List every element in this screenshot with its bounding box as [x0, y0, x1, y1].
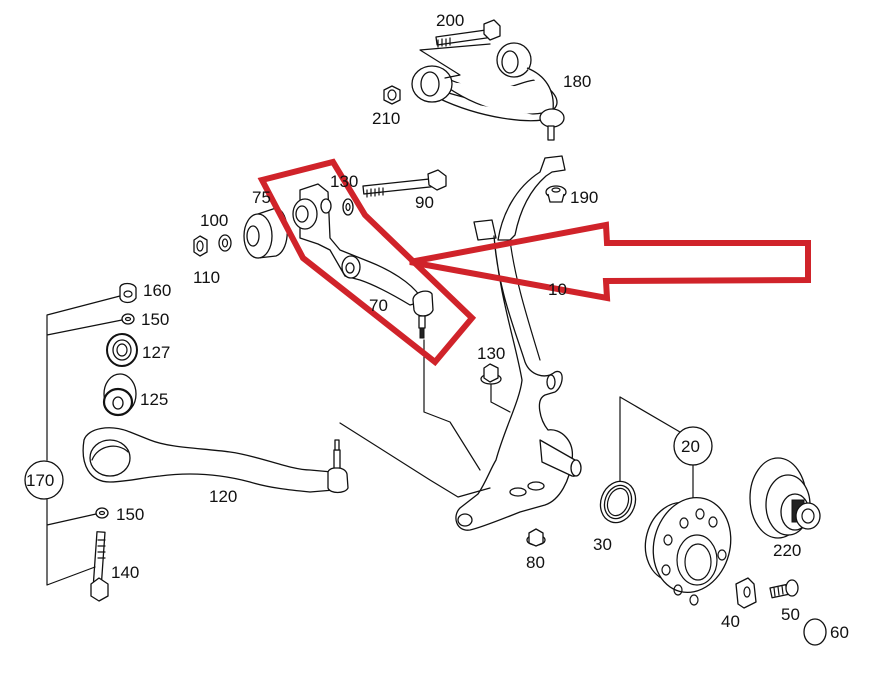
- bolt-50[interactable]: [769, 579, 799, 599]
- steering-knuckle[interactable]: [455, 155, 582, 531]
- thrust-arm-120[interactable]: [82, 427, 349, 494]
- label-75: 75: [252, 188, 271, 207]
- label-90: 90: [415, 193, 434, 212]
- nut-110[interactable]: [193, 235, 208, 257]
- clip-40[interactable]: [735, 577, 757, 609]
- label-170: 170: [26, 471, 54, 490]
- label-120: 120: [209, 487, 237, 506]
- washer-150-upper[interactable]: [121, 313, 135, 325]
- seal-30[interactable]: [595, 476, 641, 527]
- label-210: 210: [372, 109, 400, 128]
- nut-80[interactable]: [526, 528, 546, 547]
- label-110: 110: [193, 268, 220, 287]
- circle-170: [24, 460, 64, 500]
- bracket-20: [619, 396, 681, 484]
- label-160: 160: [143, 281, 171, 300]
- label-100: 100: [200, 211, 228, 230]
- nut-210[interactable]: [383, 85, 401, 105]
- leader-130: [490, 383, 511, 413]
- label-130-upper: 130: [330, 172, 358, 191]
- lower-control-arm-70[interactable]: [292, 183, 434, 339]
- bolt-140[interactable]: [90, 531, 109, 602]
- label-20: 20: [681, 437, 700, 456]
- label-150-lower: 150: [116, 505, 144, 524]
- nut-130-lower[interactable]: [480, 363, 502, 385]
- label-60: 60: [830, 623, 849, 642]
- cap-60[interactable]: [803, 618, 827, 646]
- label-140: 140: [111, 563, 139, 582]
- highlight-outline: [257, 158, 477, 367]
- label-80: 80: [526, 553, 545, 572]
- washer-150-lower[interactable]: [95, 507, 109, 519]
- washer-130-upper[interactable]: [342, 198, 354, 216]
- label-40: 40: [721, 612, 740, 631]
- nut-160[interactable]: [119, 282, 137, 304]
- label-190: 190: [570, 188, 598, 207]
- label-70: 70: [369, 296, 388, 315]
- label-50: 50: [781, 605, 800, 624]
- leader-70-to-knuckle: [423, 339, 481, 471]
- bracket-170-top: [46, 295, 123, 461]
- label-220: 220: [773, 541, 801, 560]
- leader-120-to-knuckle: [339, 422, 491, 498]
- label-180: 180: [563, 72, 591, 91]
- upper-arm-bolt[interactable]: [435, 19, 501, 48]
- drive-shaft-220[interactable]: [749, 457, 821, 539]
- washer-100[interactable]: [218, 234, 232, 252]
- wheel-hub[interactable]: [637, 489, 741, 606]
- bushing-127[interactable]: [106, 333, 138, 367]
- label-10: 10: [548, 280, 567, 299]
- bracket-170-bottom: [46, 499, 97, 586]
- label-127: 127: [142, 343, 170, 362]
- bolt-90[interactable]: [362, 169, 447, 198]
- bushing-125[interactable]: [102, 373, 137, 417]
- upper-control-arm[interactable]: [411, 42, 565, 141]
- leader-200: [419, 43, 491, 79]
- highlight-arrow: [409, 221, 811, 302]
- label-130-lower: 130: [477, 344, 505, 363]
- label-200: 200: [436, 11, 464, 30]
- rubber-stop-190[interactable]: [545, 185, 567, 203]
- label-125: 125: [140, 390, 168, 409]
- label-30: 30: [593, 535, 612, 554]
- label-150-upper: 150: [141, 310, 169, 329]
